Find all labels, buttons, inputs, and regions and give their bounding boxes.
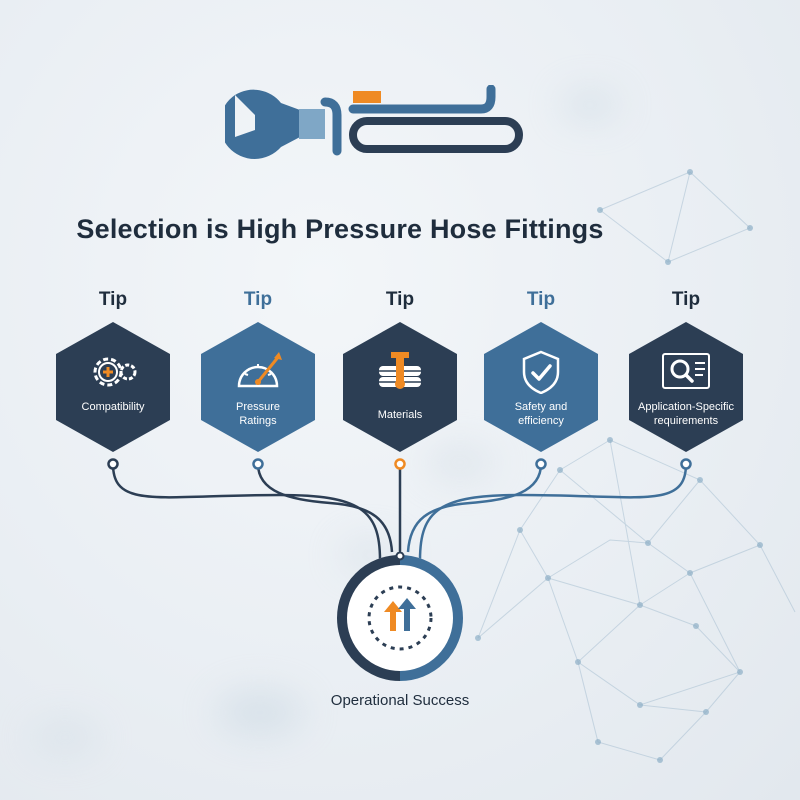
background-blur: [215, 690, 305, 735]
outcome-label: Operational Success: [330, 692, 470, 709]
tip-hexagon-compatibility: Compatibility: [53, 320, 173, 455]
connector-dot: [107, 458, 119, 470]
outcome-hub: [337, 552, 463, 681]
tip-hexagon-application: Application-Specific requirements: [626, 320, 746, 455]
background-blur: [30, 720, 100, 755]
page-title: Selection is High Pressure Hose Fittings: [76, 214, 604, 244]
tip-label: Tip: [526, 289, 556, 310]
wrench-hose-icon: [225, 85, 523, 159]
tip-text: Safety and efficiency: [514, 401, 568, 427]
tip-label: Tip: [385, 289, 415, 310]
connector-dot: [252, 458, 264, 470]
tip-hexagon-materials: Materials: [340, 320, 460, 455]
document-search-icon: [662, 353, 710, 389]
connector-dot: [680, 458, 692, 470]
connector-dot: [394, 458, 406, 470]
tip-text: Compatibility: [81, 401, 145, 413]
tip-text: Materials: [377, 409, 423, 421]
tip-hexagon-pressure-ratings: Pressure Ratings: [198, 320, 318, 455]
gears-icon: [93, 357, 137, 387]
tip-text: Pressure Ratings: [235, 401, 281, 427]
tip-label: Tip: [243, 289, 273, 310]
growth-arrows-icon: [367, 585, 433, 651]
background-blur: [560, 90, 620, 120]
materials-icon: [379, 352, 421, 389]
tip-label: Tip: [98, 289, 128, 310]
connector-dot: [535, 458, 547, 470]
tip-label: Tip: [671, 289, 701, 310]
gauge-icon: [237, 352, 282, 388]
tip-hexagon-safety: Safety and efficiency: [481, 320, 601, 455]
background-blur: [425, 445, 495, 480]
tip-text: Application-Specific requirements: [638, 401, 734, 427]
shield-check-icon: [522, 350, 560, 394]
